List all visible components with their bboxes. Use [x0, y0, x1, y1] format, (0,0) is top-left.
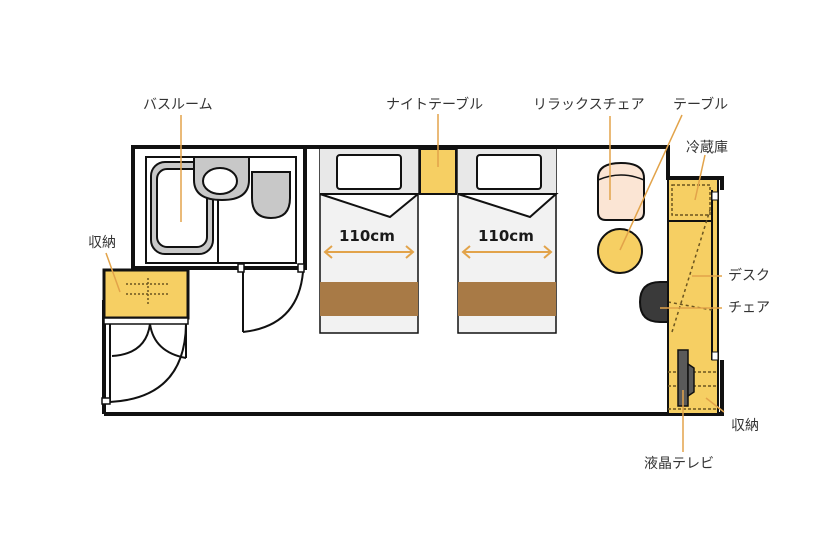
- desk-unit: [667, 176, 724, 415]
- fridge: [671, 184, 711, 216]
- entrance-door[interactable]: [101, 323, 187, 405]
- pillow-icon: [336, 154, 402, 190]
- bed-2-width: 110cm: [478, 227, 534, 245]
- bed-1: [319, 148, 421, 334]
- label-storage-left: 収納: [88, 235, 116, 251]
- label-fridge: 冷蔵庫: [686, 140, 728, 156]
- label-lcd-tv: 液晶テレビ: [644, 456, 714, 472]
- bed-1-width: 110cm: [339, 227, 395, 245]
- bed-2: [457, 148, 559, 334]
- leader-lines: [105, 114, 725, 452]
- desk-chair: [638, 281, 669, 323]
- label-relax-chair: リラックスチェア: [533, 97, 645, 113]
- bathroom: [131, 145, 307, 333]
- toilet-icon: [251, 171, 291, 220]
- round-table: [597, 228, 643, 274]
- pillow-icon: [476, 154, 542, 190]
- label-night-table: ナイトテーブル: [386, 97, 484, 113]
- label-table: テーブル: [673, 97, 729, 113]
- label-chair: チェア: [728, 300, 770, 316]
- label-storage-right: 収納: [731, 418, 759, 434]
- storage-closet-left: [102, 268, 190, 325]
- label-bathroom: バスルーム: [143, 97, 213, 113]
- bathroom-door[interactable]: [237, 263, 305, 333]
- label-desk: デスク: [728, 268, 770, 284]
